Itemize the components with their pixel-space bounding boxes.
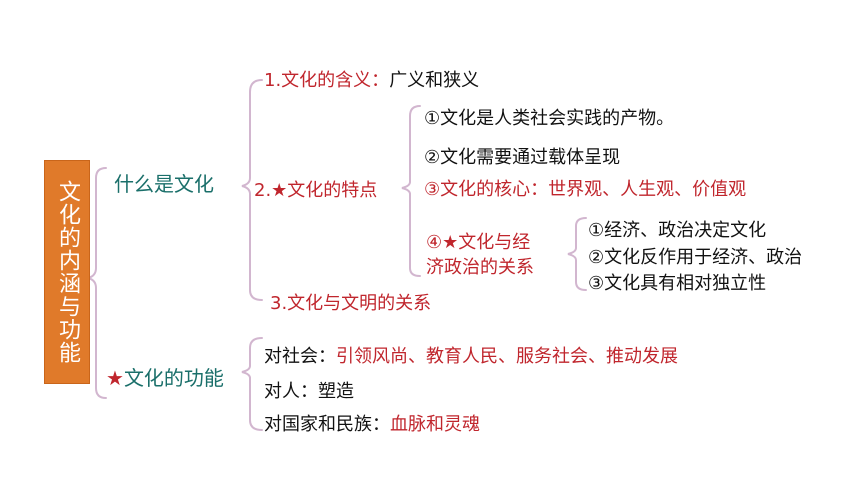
feature-item-3: ③文化的核心：世界观、人生观、价值观 bbox=[424, 179, 747, 200]
function-society: 对社会：引领风尚、教育人民、服务社会、推动发展 bbox=[264, 342, 678, 368]
function-person: 对人：塑造 bbox=[264, 377, 354, 403]
feature-item-2: ②文化需要通过载体呈现 bbox=[424, 147, 621, 168]
branch2-brace bbox=[241, 337, 263, 431]
relation-brace bbox=[567, 217, 587, 291]
root-node: 文化的内涵与功能 bbox=[44, 160, 90, 384]
culture-meaning-head: 1.文化的含义： bbox=[264, 70, 390, 91]
culture-meaning-value: 广义和狭义 bbox=[389, 70, 480, 91]
relation-label-line1: ④★文化与经 bbox=[426, 232, 531, 253]
culture-meaning: 1.文化的含义：广义和狭义 bbox=[264, 66, 479, 92]
function-society-value: 引领风尚、教育人民、服务社会、推动发展 bbox=[336, 346, 678, 367]
feature-item-1: ①文化是人类社会实践的产物。 bbox=[424, 108, 675, 129]
branch1-brace bbox=[241, 79, 263, 301]
branch-what-is-culture: 什么是文化 bbox=[114, 172, 214, 196]
features-brace bbox=[401, 105, 421, 277]
relation-label: ④★文化与经 济政治的关系 bbox=[426, 230, 566, 280]
star-icon: ★ bbox=[106, 366, 124, 390]
function-person-head: 对人： bbox=[264, 381, 318, 402]
function-society-head: 对社会： bbox=[264, 346, 336, 367]
relation-item-1: ①经济、政治决定文化 bbox=[588, 220, 767, 241]
root-brace bbox=[87, 167, 107, 399]
function-nation-value: 血脉和灵魂 bbox=[390, 414, 480, 435]
branch-culture-function-text: 文化的功能 bbox=[123, 366, 224, 390]
function-nation-head: 对国家和民族： bbox=[264, 414, 390, 435]
culture-civilization: 3.文化与文明的关系 bbox=[270, 293, 432, 314]
function-nation: 对国家和民族：血脉和灵魂 bbox=[264, 410, 480, 436]
relation-label-line2: 济政治的关系 bbox=[426, 257, 534, 278]
root-title: 文化的内涵与功能 bbox=[55, 180, 80, 364]
relation-item-2: ②文化反作用于经济、政治 bbox=[588, 247, 803, 268]
relation-item-3: ③文化具有相对独立性 bbox=[588, 273, 767, 294]
function-person-value: 塑造 bbox=[318, 381, 354, 402]
culture-features-label: 2.★文化的特点 bbox=[254, 180, 378, 201]
branch-culture-function: ★文化的功能 bbox=[106, 362, 224, 391]
